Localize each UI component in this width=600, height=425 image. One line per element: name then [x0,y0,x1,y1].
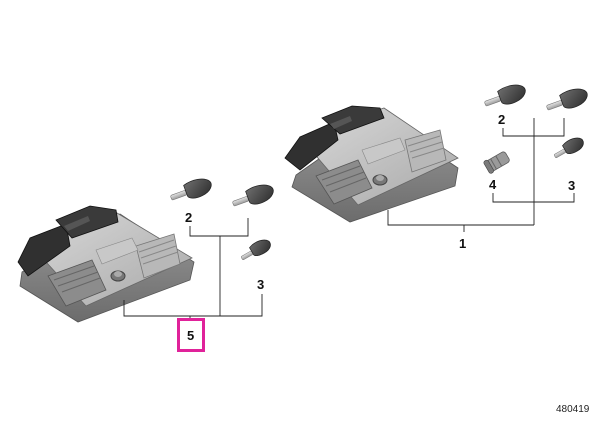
callout-right-4: 4 [489,177,497,192]
callout-left-3: 3 [257,277,265,292]
key-3b-icon [241,239,271,260]
ecu-right-icon [284,105,459,223]
lock-cylinder-4-icon [483,151,510,174]
callout-right-2: 2 [498,112,506,127]
key-2a-icon [484,84,526,107]
key-3a-icon [554,137,584,158]
callout-right-3: 3 [568,178,576,193]
highlight-box[interactable]: 5 [177,318,205,352]
leader-lines-left [123,218,263,318]
callout-right-1: 1 [459,236,467,251]
callout-left-5: 5 [187,328,195,343]
leader-lines-right [387,118,575,232]
key-2c-icon [170,178,212,201]
ecu-left-icon [17,205,195,323]
reference-number: 480419 [556,404,590,415]
key-2b-icon [546,88,588,111]
key-2d-icon [232,184,274,207]
callout-left-2: 2 [185,210,193,225]
